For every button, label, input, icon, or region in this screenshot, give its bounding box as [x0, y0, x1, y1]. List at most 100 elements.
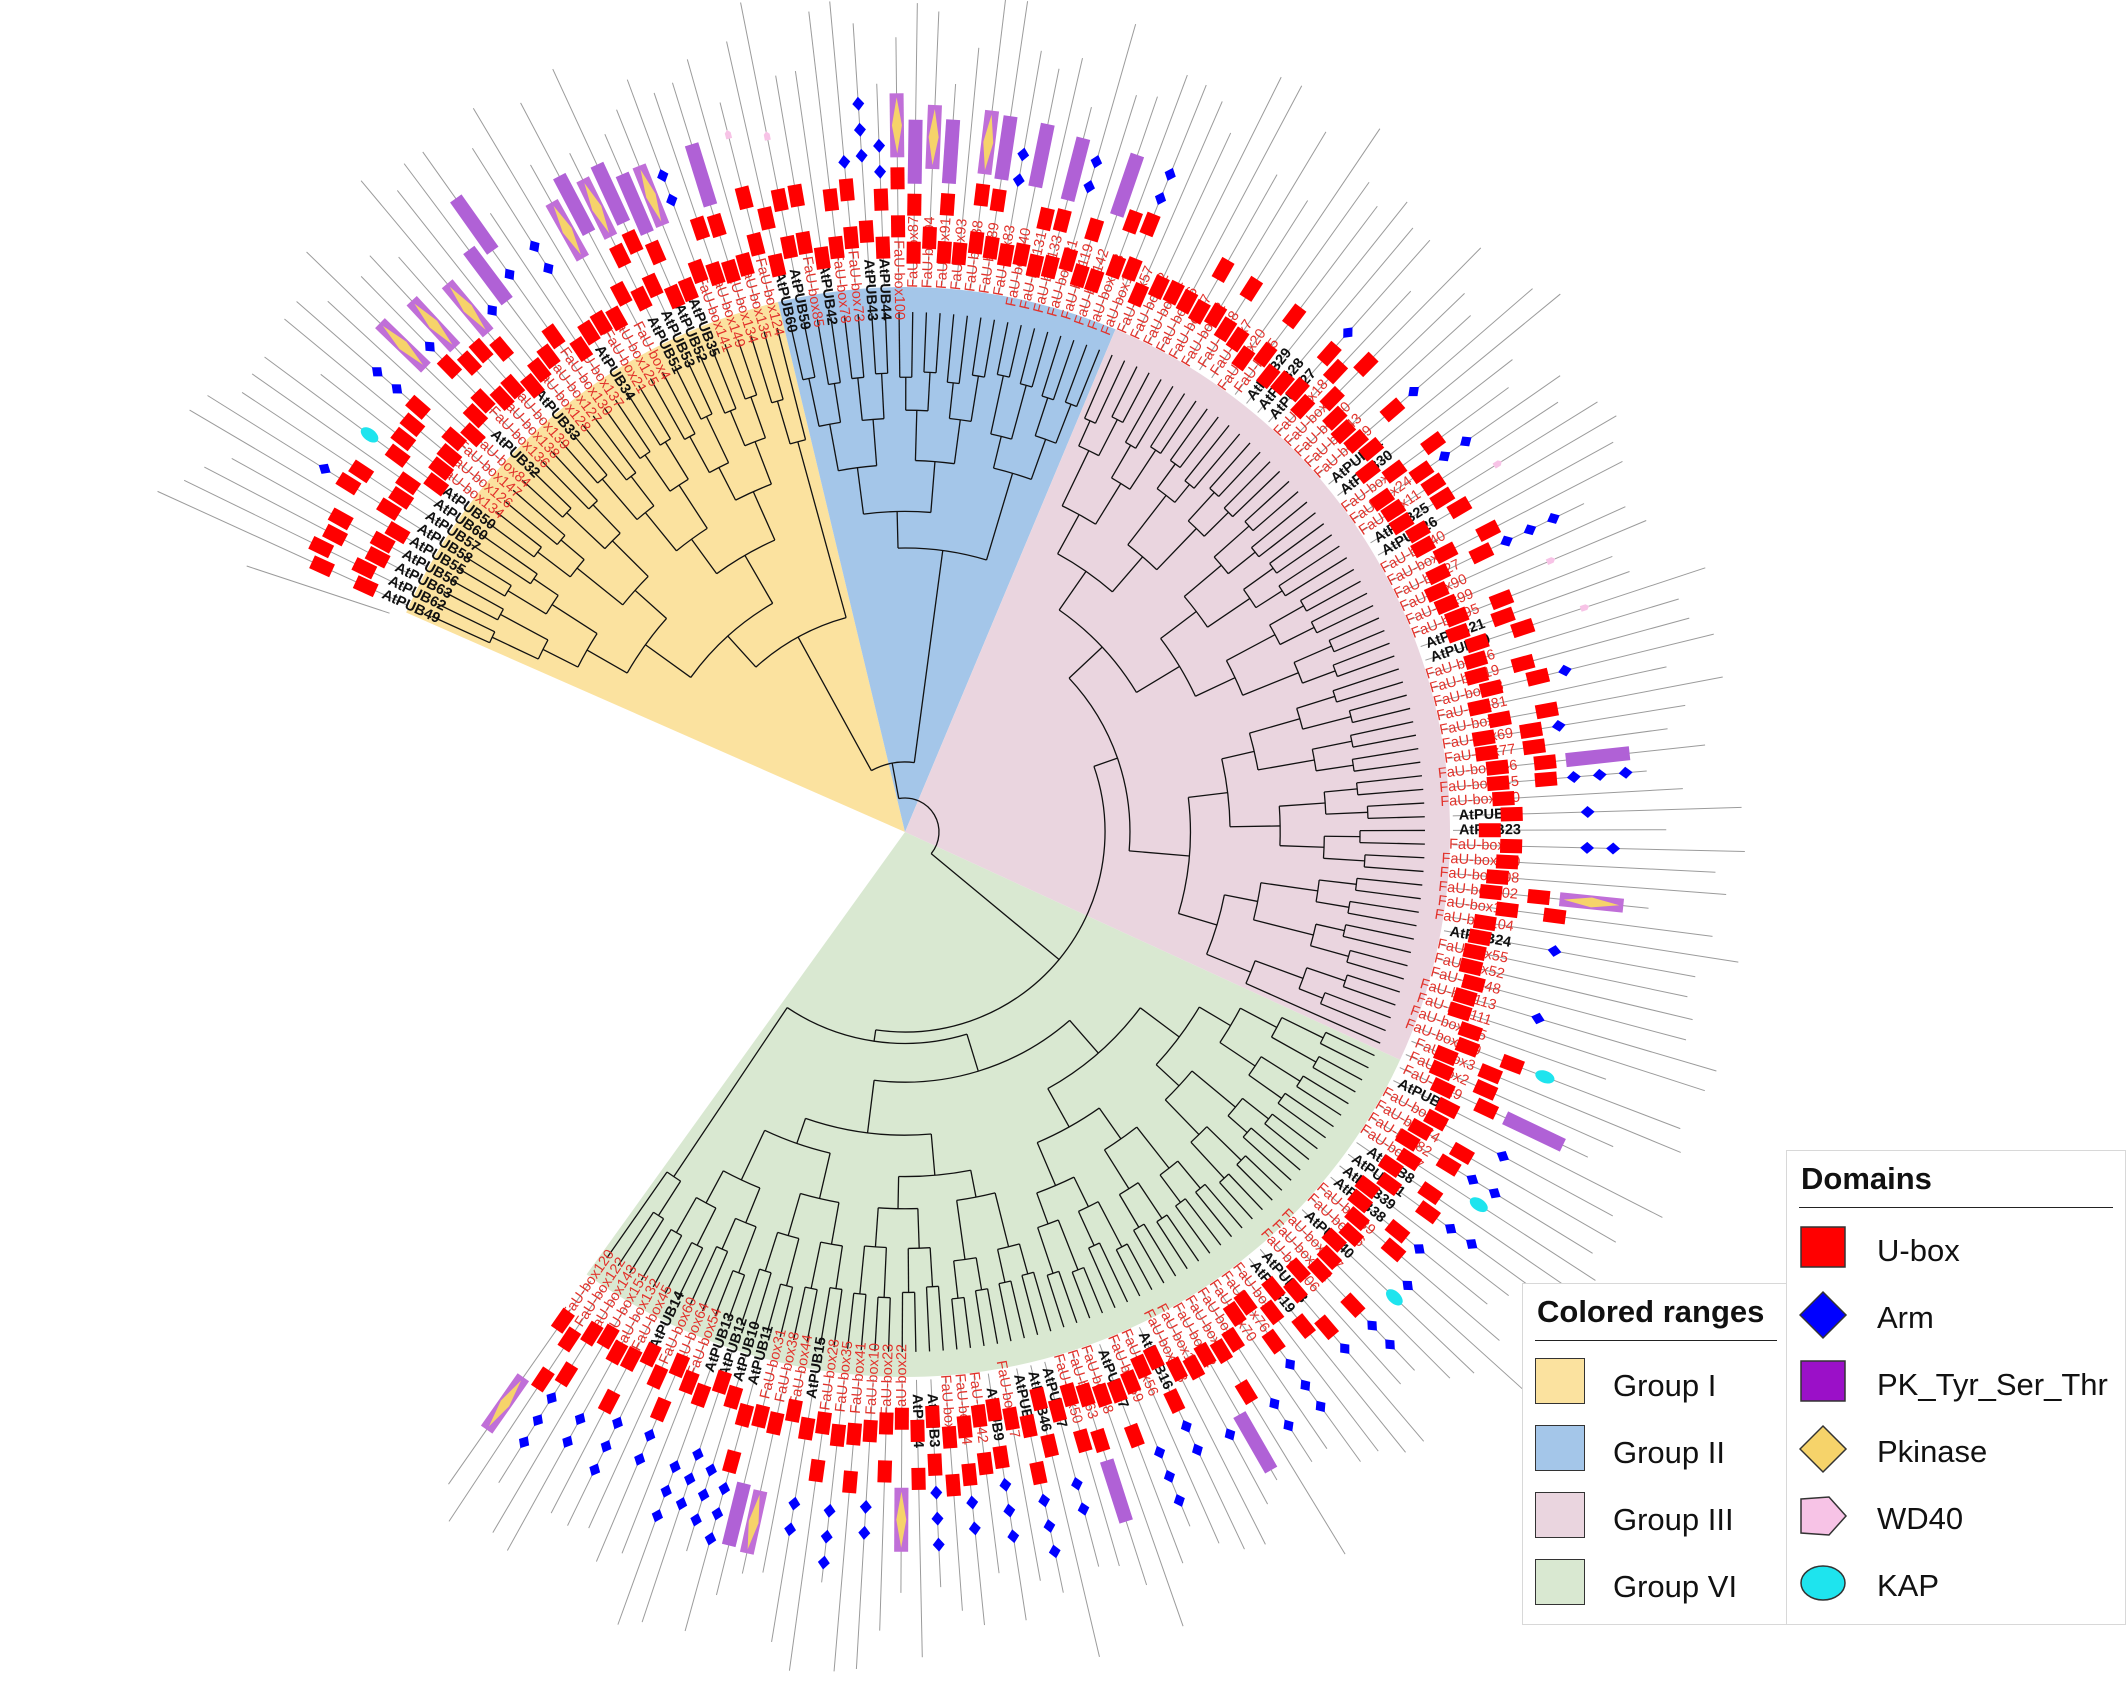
tree-branch: [576, 567, 624, 606]
tree-branch: [1350, 721, 1414, 736]
tree-branch: [744, 394, 757, 400]
u-box-domain: [364, 545, 391, 569]
tree-branch: [838, 465, 877, 472]
arm-domain: [853, 122, 866, 137]
tree-branch: [603, 407, 641, 459]
tree-branch: [1061, 450, 1090, 507]
tree-branch: [737, 339, 758, 396]
arm-domain: [371, 367, 383, 377]
tree-branch: [443, 591, 498, 621]
tree-branch: [709, 462, 729, 474]
tree-branch: [830, 317, 841, 383]
tree-branch: [859, 1245, 866, 1294]
u-box-domain: [1340, 1292, 1366, 1319]
tree-branch: [1209, 487, 1220, 497]
tree-branch: [818, 421, 841, 427]
domain-architecture: [480, 1307, 575, 1434]
arm-domain: [1224, 1428, 1236, 1441]
domain-architecture: [842, 1422, 863, 1494]
tree-branch: [1037, 1227, 1054, 1274]
tree-branch: [1178, 912, 1218, 926]
tree-branch: [1323, 857, 1365, 862]
u-box-domain: [335, 471, 362, 496]
u-box-rect-icon: [1800, 1226, 1846, 1268]
u-box-domain: [858, 220, 875, 243]
arm-domain: [657, 169, 669, 183]
arm-domain: [1558, 664, 1572, 677]
u-box-domain: [1330, 419, 1357, 445]
tree-branch: [803, 321, 816, 378]
domain-architecture: [689, 215, 726, 287]
tree-branch: [1155, 1064, 1180, 1087]
tree-branches: [431, 312, 1425, 1352]
tree-branch: [878, 1207, 918, 1210]
u-box-domain: [907, 193, 922, 216]
u-box-domain: [911, 1467, 926, 1491]
tree-branch: [478, 532, 538, 575]
u-box-domain: [890, 215, 906, 238]
domain-architecture: [678, 1369, 700, 1396]
u-box-domain: [597, 1388, 621, 1415]
legend-item-kap: KAP: [1799, 1558, 2126, 1608]
u-box-domain: [1407, 1117, 1434, 1141]
domain-architecture: [1358, 436, 1385, 462]
tree-branch: [744, 555, 774, 604]
u-box-domain: [554, 1361, 579, 1388]
u-box-domain: [369, 530, 396, 554]
u-box-domain: [390, 426, 417, 452]
domain-architecture: [309, 555, 379, 598]
colored-ranges-legend: Colored ranges Group I Group II Group II…: [1522, 1283, 1790, 1625]
tree-branch: [503, 500, 558, 545]
domain-guide-line: [183, 479, 413, 593]
domain-architecture: [615, 171, 686, 310]
arm-domain: [1466, 1174, 1479, 1185]
legend-item-pk-tyr-ser-thr: PK_Tyr_Ser_Thr: [1799, 1357, 2126, 1407]
domain-architecture: [757, 206, 787, 278]
tree-branch: [1156, 1214, 1168, 1223]
tree-branch: [925, 1287, 931, 1352]
legend-divider: [1799, 1207, 2113, 1208]
tree-branch: [1355, 889, 1421, 900]
u-box-domain: [1499, 1053, 1525, 1075]
tree-branch: [1359, 841, 1425, 845]
u-box-domain: [734, 1402, 755, 1428]
tree-branch: [1156, 1221, 1188, 1270]
domain-architecture: [936, 119, 961, 264]
tree-branch: [1190, 1126, 1208, 1143]
u-box-domain: [875, 236, 891, 259]
u-box-domain: [557, 1326, 582, 1353]
tree-branch: [1156, 463, 1176, 490]
domain-guide-line: [1135, 132, 1232, 336]
domain-architecture: [1381, 430, 1447, 484]
tree-branch: [1223, 461, 1271, 509]
tree-branch: [1253, 919, 1314, 936]
tree-branch: [833, 1289, 843, 1348]
u-box-domain: [1447, 1001, 1473, 1022]
domain-architecture: [1105, 209, 1143, 280]
tree-branch: [1111, 556, 1144, 593]
tree-branch: [796, 1118, 807, 1144]
tree-branch: [1221, 750, 1255, 760]
u-box-domain: [519, 372, 545, 399]
tree-branch: [1244, 521, 1254, 532]
tree-branch: [678, 484, 708, 529]
u-box-domain: [1446, 496, 1473, 520]
group-i-swatch: [1535, 1358, 1585, 1404]
tree-branch: [1224, 894, 1258, 903]
u-box-domain: [327, 507, 354, 531]
tree-branch: [963, 1297, 972, 1348]
wd40-domain: [724, 129, 733, 140]
u-box-domain: [1380, 498, 1407, 523]
u-box-domain: [976, 1451, 994, 1476]
u-box-domain: [1510, 617, 1536, 639]
domain-guide-line: [1002, 1371, 1041, 1581]
u-box-domain: [970, 1404, 988, 1428]
u-box-domain: [1255, 363, 1281, 390]
domain-architecture: [1270, 370, 1295, 396]
u-box-domain: [1270, 370, 1295, 396]
domain-architecture: [1445, 606, 1516, 644]
arm-domain: [1500, 535, 1513, 547]
domain-architecture: [589, 1341, 662, 1477]
tree-branch: [1250, 1127, 1301, 1171]
u-box-domain: [1495, 901, 1519, 919]
